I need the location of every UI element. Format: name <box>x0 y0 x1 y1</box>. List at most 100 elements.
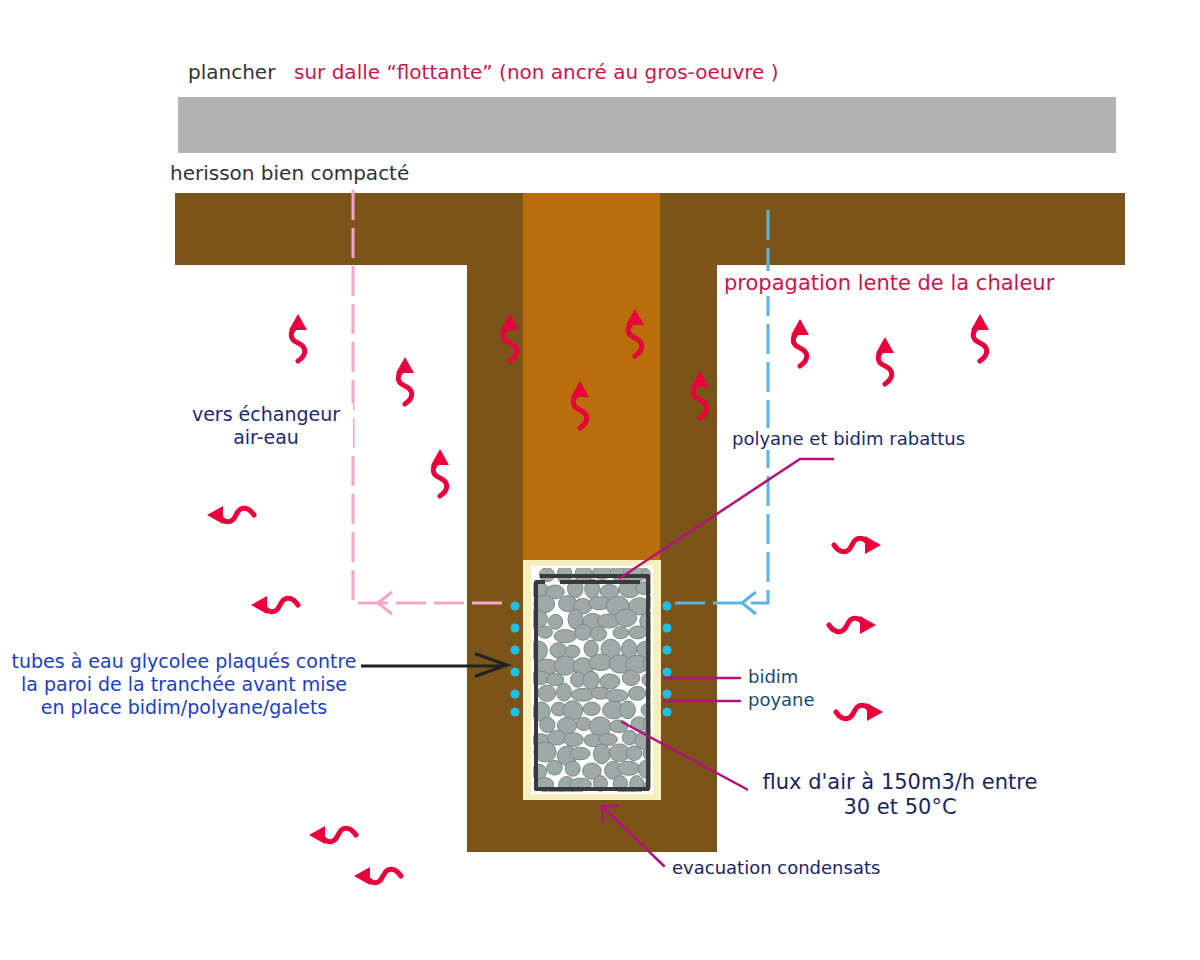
heat-wave <box>291 326 305 361</box>
heat-wave <box>503 326 517 361</box>
floor-label: plancher <box>186 60 277 84</box>
heat-head <box>867 703 883 721</box>
heat-arrow <box>207 506 254 524</box>
pebble <box>629 626 647 639</box>
pebble <box>564 733 584 747</box>
heat-head <box>251 596 267 614</box>
heat-arrow <box>251 596 298 614</box>
pebble <box>583 671 599 689</box>
polyane-film <box>536 576 648 789</box>
heat-head <box>691 371 709 387</box>
pebble <box>538 626 553 638</box>
heat-arrow <box>834 536 881 554</box>
exchanger-label: vers échangeur air-eau <box>179 403 353 449</box>
heat-head <box>309 826 325 844</box>
heat-arrow <box>354 867 401 885</box>
heat-head <box>207 506 223 524</box>
heat-head <box>626 309 644 325</box>
heat-wave <box>693 383 707 418</box>
heat-wave <box>573 393 587 428</box>
pebble <box>609 720 627 733</box>
heat-head <box>860 616 876 634</box>
heat-head <box>396 357 414 373</box>
tube-note: tubes à eau glycolee plaqués contre la p… <box>7 650 361 718</box>
tube-section <box>663 668 672 677</box>
heat-arrow <box>829 616 876 634</box>
pebble <box>565 761 580 776</box>
bidim-label: bidim <box>746 666 800 688</box>
tube-section <box>663 708 672 717</box>
heat-head <box>289 314 307 330</box>
tube-section <box>663 602 672 611</box>
outlet-pipe <box>353 190 505 603</box>
heat-wave <box>398 369 412 404</box>
heat-head <box>971 314 989 330</box>
heat-arrow <box>431 449 449 496</box>
pebble <box>622 670 639 685</box>
tube-section <box>511 602 520 611</box>
flow-arrow <box>742 592 756 614</box>
pebble <box>557 683 572 701</box>
pebble <box>576 717 591 730</box>
pebble <box>620 701 635 719</box>
heat-wave <box>433 461 447 496</box>
leader-line <box>620 459 833 578</box>
pebble <box>618 761 640 775</box>
film-label: polyane et bidim rabattus <box>730 428 967 450</box>
heat-wave <box>321 828 356 842</box>
flow-arrow <box>378 592 392 614</box>
bidim-layer <box>523 560 661 800</box>
soil-trench <box>175 193 1125 852</box>
slab-note: sur dalle “flottante” (non ancré au gros… <box>292 60 781 84</box>
inlet-pipe <box>665 210 768 603</box>
pebble <box>593 744 610 764</box>
tube-section <box>511 624 520 633</box>
heat-arrow <box>971 314 989 361</box>
pebble <box>570 747 590 760</box>
tube-section <box>663 690 672 699</box>
heat-arrow <box>396 357 414 404</box>
heat-wave <box>366 869 401 883</box>
pebble <box>628 686 645 700</box>
tube-section <box>511 646 520 655</box>
heat-head <box>876 337 894 353</box>
floor-slab <box>178 97 1116 153</box>
drain-label: evacuation condensats <box>670 857 882 879</box>
pebble <box>616 609 637 627</box>
gravel <box>533 568 651 792</box>
tube-section <box>663 646 672 655</box>
pebble <box>554 656 576 675</box>
heat-head <box>571 381 589 397</box>
tube-section <box>663 624 672 633</box>
tube-section <box>511 708 520 717</box>
heat-wave <box>834 538 869 552</box>
heat-head <box>431 449 449 465</box>
pebble <box>540 717 555 732</box>
heat-head <box>865 536 881 554</box>
pebble <box>554 630 576 643</box>
leader-line <box>622 722 752 792</box>
heat-head <box>354 867 370 885</box>
heat-note: propagation lente de la chaleur <box>722 271 1056 296</box>
heat-wave <box>793 331 807 366</box>
pebble <box>626 746 641 761</box>
heat-wave <box>973 326 987 361</box>
heat-arrow <box>791 319 809 366</box>
glycol-tubes <box>511 602 672 717</box>
hardcore-label: herisson bien compacté <box>168 161 411 185</box>
pebble <box>571 688 594 701</box>
tube-section <box>511 668 520 677</box>
pebble <box>590 627 606 641</box>
pebble <box>583 702 600 715</box>
heat-arrow <box>571 381 589 428</box>
pebble <box>547 760 562 775</box>
airflow-label: flux d'air à 150m3/h entre 30 et 50°C <box>748 770 1052 820</box>
heat-arrow <box>309 826 356 844</box>
pebble <box>613 627 629 639</box>
pebble <box>538 685 556 701</box>
heat-wave <box>878 349 892 384</box>
heat-wave <box>263 598 298 612</box>
heat-wave <box>219 508 254 522</box>
leader-line <box>664 700 740 703</box>
heat-wave <box>628 321 642 356</box>
